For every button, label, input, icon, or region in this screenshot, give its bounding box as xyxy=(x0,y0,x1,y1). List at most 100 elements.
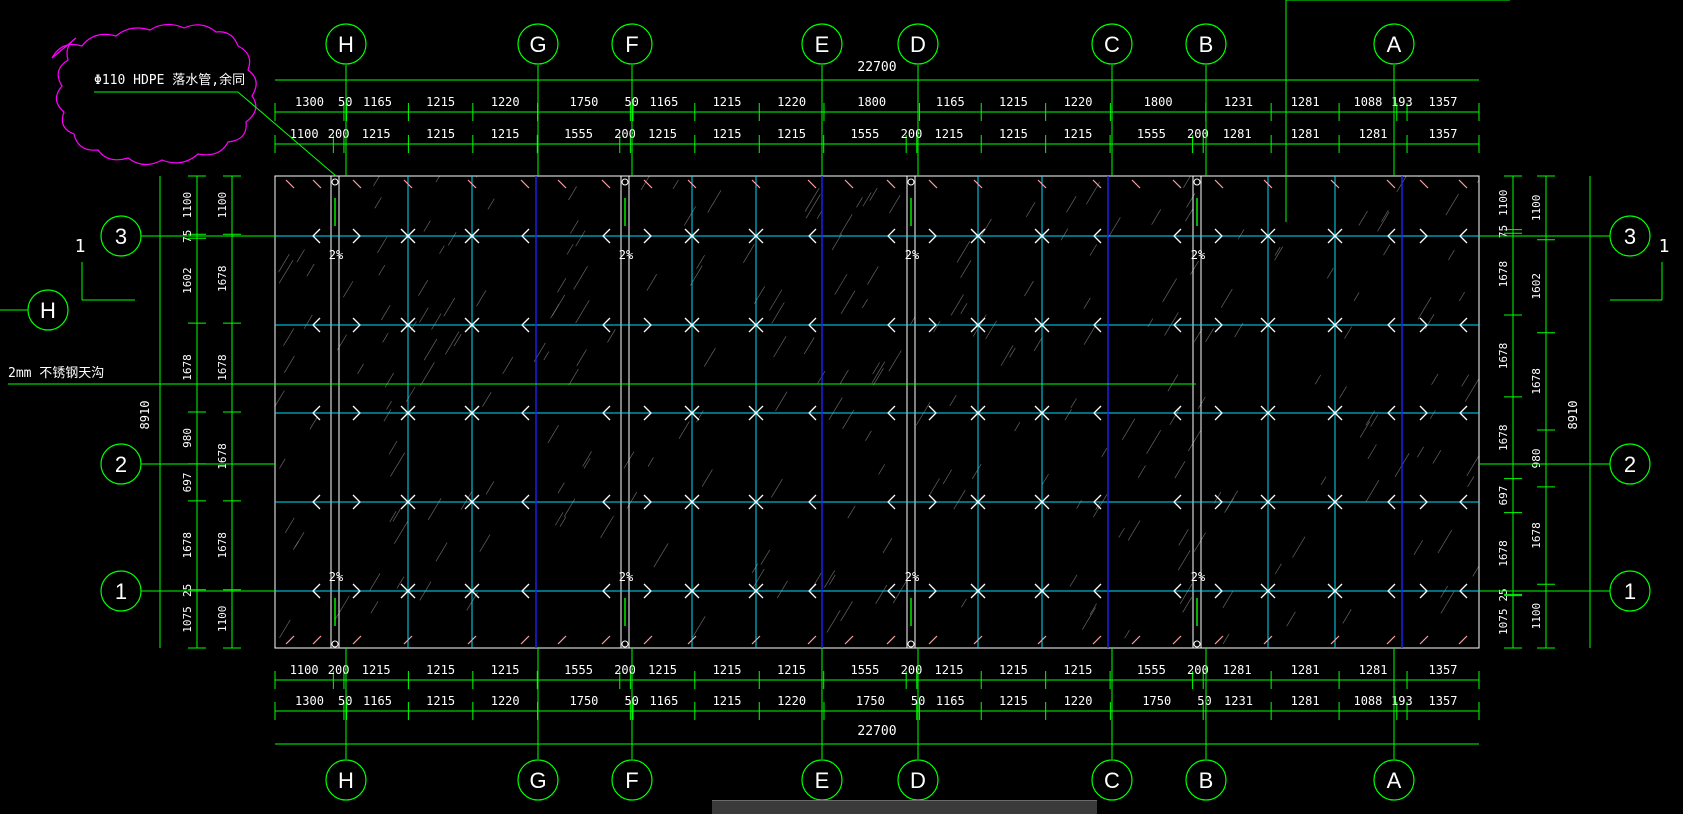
bracket-chevron xyxy=(1173,405,1182,421)
hatch-stroke xyxy=(435,176,441,183)
hatch-stroke xyxy=(707,190,722,213)
hatch-stroke xyxy=(1424,314,1435,330)
hatch-stroke xyxy=(805,194,821,219)
bracket-x xyxy=(684,317,700,333)
hatch-stroke xyxy=(1274,563,1282,575)
hatch-stroke xyxy=(831,233,842,251)
hatch-stroke xyxy=(555,512,564,526)
dim-top-inner-label: 1555 xyxy=(564,127,593,141)
hatch-stroke xyxy=(309,416,318,430)
hatch-stroke xyxy=(1162,278,1177,303)
bracket-chevron xyxy=(312,317,321,333)
hatch-stroke xyxy=(1185,207,1194,222)
hatch-stroke xyxy=(1237,229,1245,240)
edge-clip xyxy=(1037,635,1047,645)
bracket-chevron xyxy=(1173,317,1182,333)
hatch-stroke xyxy=(566,243,574,255)
dim-bottom-outer-label: 1300 xyxy=(295,694,324,708)
hatch-stroke xyxy=(435,542,448,562)
hatch-stroke xyxy=(878,464,886,475)
hatch-stroke xyxy=(388,440,398,455)
dim-bottom-outer-label: 50 xyxy=(1197,694,1211,708)
hatch-stroke xyxy=(284,517,295,534)
bracket-chevron xyxy=(312,405,321,421)
dim-bottom-outer-label: 1281 xyxy=(1291,694,1320,708)
hatch-stroke xyxy=(1383,244,1391,256)
axis-label-top: G xyxy=(529,32,546,57)
axis-label-bottom: G xyxy=(529,768,546,793)
mini-toolbar[interactable] xyxy=(712,800,1097,814)
hatch-stroke xyxy=(600,515,614,539)
dim-bottom-outer-label: 193 xyxy=(1391,694,1413,708)
bracket-x xyxy=(1327,494,1343,510)
dim-top-inner-label: 1100 xyxy=(290,127,319,141)
dim-top-inner-label: 1281 xyxy=(1223,127,1252,141)
bracket-chevron xyxy=(312,583,321,599)
hatch-stroke xyxy=(826,610,841,633)
dim-top-outer-label: 1215 xyxy=(713,95,742,109)
hatch-stroke xyxy=(573,266,588,290)
drain-outlet xyxy=(331,178,339,186)
hatch-stroke xyxy=(1339,386,1347,399)
edge-clip xyxy=(886,179,896,189)
hatch-stroke xyxy=(703,347,716,367)
hatch-stroke xyxy=(559,516,567,527)
edge-clip xyxy=(285,635,295,645)
axis-label-bottom: B xyxy=(1199,768,1214,793)
hatch-stroke xyxy=(1121,418,1136,440)
hatch-stroke xyxy=(445,331,460,355)
dim-top-outer-label: 1088 xyxy=(1353,95,1382,109)
hatch-stroke xyxy=(1381,210,1389,222)
dim-left-outer-label: 25 xyxy=(181,584,194,597)
hatch-stroke xyxy=(1413,540,1424,556)
hatch-stroke xyxy=(1182,597,1193,613)
axis-bubble-bottom xyxy=(611,759,653,801)
hatch-stroke xyxy=(485,481,495,495)
hatch-stroke xyxy=(1342,609,1352,624)
hatch-stroke xyxy=(1118,527,1125,538)
edge-clip xyxy=(844,179,854,189)
dim-top-inner-label: 200 xyxy=(901,127,923,141)
bracket-chevron xyxy=(1387,228,1396,244)
bracket-chevron xyxy=(1214,228,1223,244)
bracket-x xyxy=(464,228,480,244)
axis-bubble-bottom xyxy=(1373,759,1415,801)
hatch-stroke xyxy=(1164,312,1179,336)
hatch-stroke xyxy=(1418,176,1420,178)
hatch-stroke xyxy=(769,289,783,311)
bracket-chevron xyxy=(1459,494,1468,510)
hatch-stroke xyxy=(1086,181,1100,205)
hatch-stroke xyxy=(275,390,285,407)
slope-label: 2% xyxy=(329,248,344,262)
bracket-chevron xyxy=(1093,583,1102,599)
bracket-chevron xyxy=(1419,494,1428,510)
bracket-x xyxy=(970,405,986,421)
hatch-stroke xyxy=(1066,195,1077,213)
hatch-stroke xyxy=(1107,217,1121,240)
axis-bubble-left xyxy=(100,443,142,485)
dim-left-inner-label: 1678 xyxy=(216,265,229,292)
dim-top-inner-label: 1555 xyxy=(850,127,879,141)
axis-label-left: 1 xyxy=(115,579,127,604)
dim-right-inner-label: 1678 xyxy=(1497,424,1510,451)
edge-clip xyxy=(1458,635,1468,645)
hatch-stroke xyxy=(961,598,967,608)
hatch-stroke xyxy=(378,265,386,276)
hatch-stroke xyxy=(1190,260,1199,275)
hatch-stroke xyxy=(1274,246,1284,261)
dim-top-outer-label: 1220 xyxy=(1064,95,1093,109)
edge-clip xyxy=(1131,179,1141,189)
dim-bottom-outer-label: 1750 xyxy=(1142,694,1171,708)
dim-right-inner-label: 1678 xyxy=(1497,261,1510,288)
hatch-stroke xyxy=(1137,465,1146,478)
side-axis-bubble-h: H xyxy=(0,289,69,331)
axis-bubble-right xyxy=(1609,443,1651,485)
dim-bottom-inner-label: 1215 xyxy=(777,663,806,677)
hatch-stroke xyxy=(568,186,577,201)
bracket-x xyxy=(684,405,700,421)
dim-bottom-inner-label: 1555 xyxy=(564,663,593,677)
dim-top-inner-label: 200 xyxy=(328,127,350,141)
hatch-stroke xyxy=(949,394,957,407)
hatch-stroke xyxy=(431,313,442,330)
